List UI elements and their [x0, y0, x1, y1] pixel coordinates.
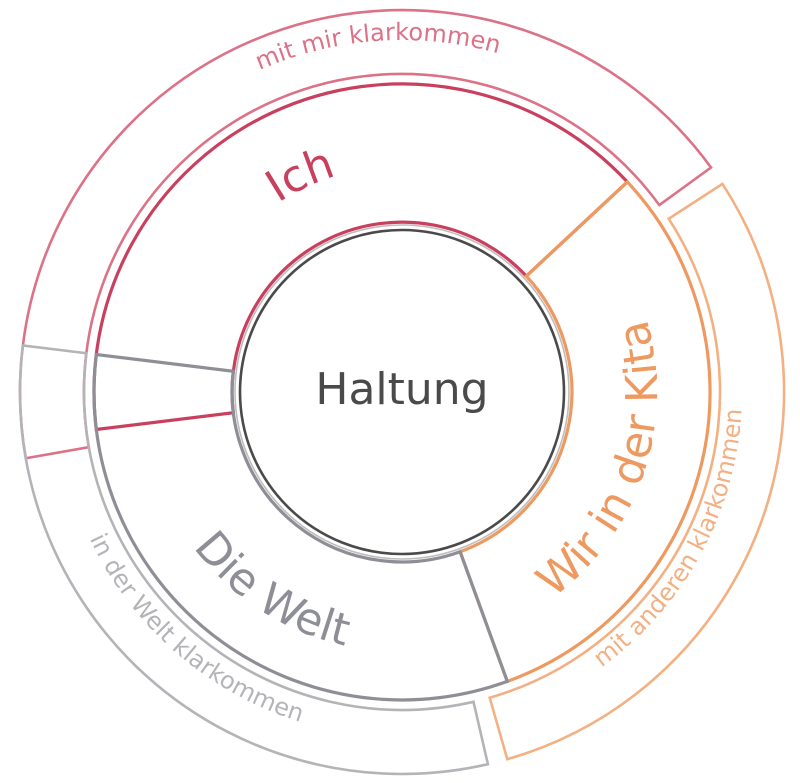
- outer-segment-welt: [18, 343, 490, 776]
- inner-segment-welt: [92, 352, 510, 702]
- outer-segment-ich: [18, 8, 713, 460]
- outer-segment-kita: [488, 182, 786, 761]
- core-circle: [238, 228, 566, 556]
- core-outline: [234, 224, 570, 560]
- inner-segment-ich: [92, 82, 630, 432]
- inner-segment-kita: [458, 179, 712, 684]
- segment-label-ich: Ich: [257, 138, 340, 213]
- center-label: Haltung: [315, 364, 488, 415]
